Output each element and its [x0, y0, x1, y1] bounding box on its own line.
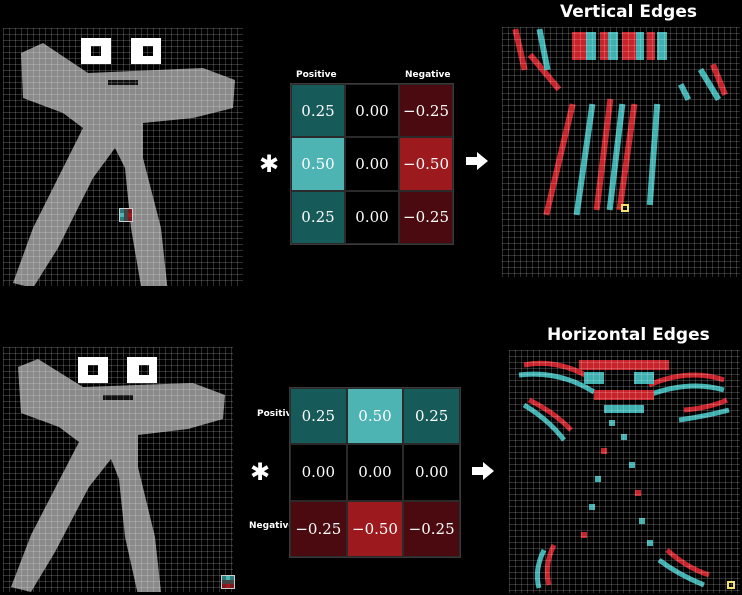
kernel-cell: 0.50 — [346, 388, 404, 445]
kernel-cell: 0.25 — [291, 84, 345, 138]
output-pixel-highlight — [727, 581, 735, 589]
kernel-cell: 0.25 — [290, 388, 347, 445]
output-pixel-highlight — [621, 204, 629, 212]
vertical-edge-map — [512, 28, 728, 216]
arrow-right-icon — [466, 152, 488, 170]
convolution-operator-icon: ✱ — [250, 458, 271, 486]
kernel-position-marker — [119, 208, 133, 222]
negative-label-horizontal: Negative — [249, 521, 295, 531]
kernel-cell: −0.50 — [399, 137, 453, 191]
convolution-operator-icon: ✱ — [259, 150, 280, 178]
kernel-cell: −0.25 — [290, 500, 347, 557]
horizontal-edges-title: Horizontal Edges — [547, 325, 710, 345]
kernel-cell: −0.25 — [399, 84, 453, 138]
output-image-vertical — [502, 27, 740, 277]
horizontal-edge-map — [518, 360, 730, 589]
positive-label-horizontal: Positive — [257, 409, 298, 419]
kernel-cell: 0.00 — [345, 84, 399, 138]
kernel-cell: 0.00 — [345, 137, 399, 191]
kernel-cell: 0.25 — [403, 388, 460, 445]
input-image-horizontal — [3, 347, 235, 592]
vertical-edges-title: Vertical Edges — [560, 2, 697, 22]
pi-character-figure — [13, 38, 235, 286]
kernel-cell: 0.00 — [403, 444, 460, 501]
kernel-cell: −0.50 — [346, 500, 404, 557]
kernel-cell: 0.25 — [291, 190, 345, 244]
kernel-cell: −0.25 — [399, 190, 453, 244]
arrow-right-icon — [472, 462, 494, 480]
input-image-vertical — [3, 28, 243, 286]
positive-label-vertical: Positive — [296, 70, 337, 80]
kernel-cell: 0.00 — [346, 444, 404, 501]
kernel-position-marker — [221, 575, 235, 589]
kernel-cell: 0.00 — [345, 190, 399, 244]
kernel-cell: 0.50 — [291, 137, 345, 191]
output-image-horizontal — [509, 350, 740, 593]
negative-label-vertical: Negative — [405, 70, 451, 80]
pi-character-figure — [11, 357, 225, 592]
kernel-cell: −0.25 — [403, 500, 460, 557]
kernel-cell: 0.00 — [290, 444, 347, 501]
